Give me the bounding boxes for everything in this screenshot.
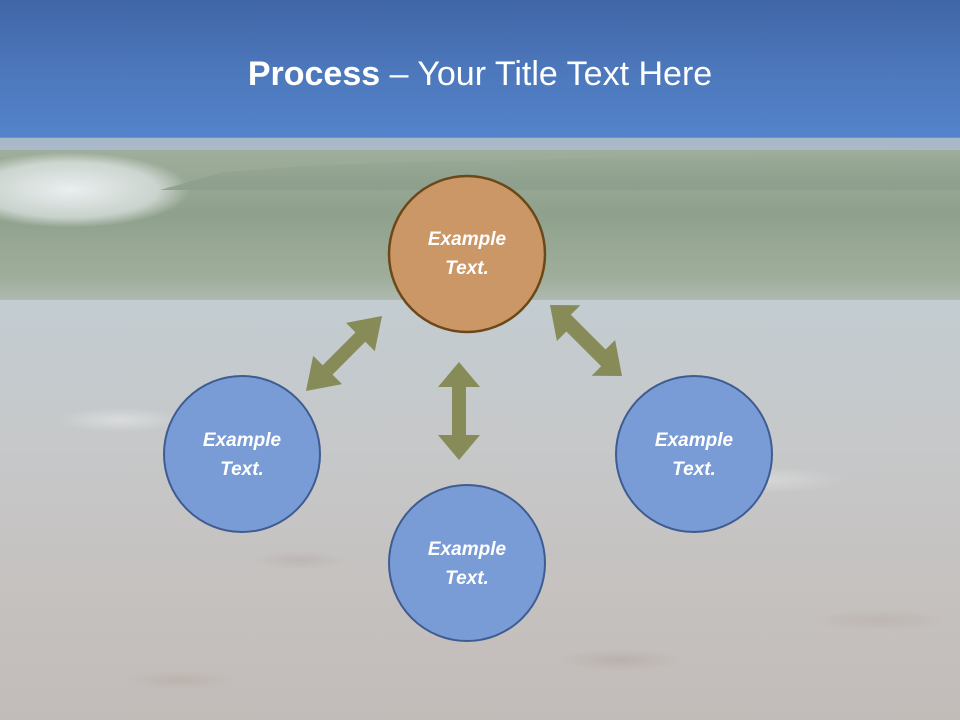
node-top-label: Example Text. — [392, 225, 542, 283]
node-bottom-line1: Example — [427, 539, 507, 560]
node-left-line2: Text. — [220, 459, 264, 480]
process-circle-right[interactable] — [615, 375, 773, 533]
slide-title: Process – Your Title Text Here — [0, 52, 960, 96]
process-circle-top[interactable] — [387, 174, 547, 334]
node-left-label: Example Text. — [167, 426, 317, 484]
title-rest-part: Your Title Text Here — [417, 55, 713, 93]
node-top-line2: Text. — [445, 258, 489, 279]
double-arrow-top-left — [306, 316, 382, 391]
process-circle-left[interactable] — [163, 375, 321, 533]
node-top-line1: Example — [427, 229, 507, 250]
title-separator: – — [380, 55, 418, 93]
node-bottom-label: Example Text. — [392, 535, 542, 593]
title-bold-part: Process — [247, 55, 381, 93]
node-right-label: Example Text. — [619, 426, 769, 484]
node-bottom-line2: Text. — [445, 568, 489, 589]
double-arrow-vertical — [438, 362, 480, 460]
node-right-line1: Example — [654, 430, 734, 451]
node-left-line1: Example — [202, 430, 282, 451]
double-arrow-top-right — [550, 305, 622, 376]
title-bar: Process – Your Title Text Here — [0, 0, 960, 138]
process-circle-bottom[interactable] — [388, 484, 546, 642]
node-right-line2: Text. — [672, 459, 716, 480]
